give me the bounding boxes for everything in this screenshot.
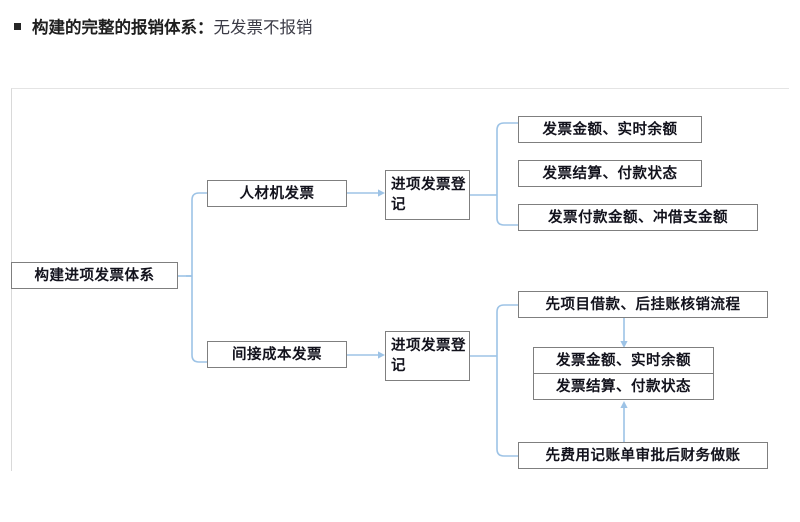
node-branch1-output-1[interactable]: 发票金额、实时余额 — [518, 116, 702, 143]
node-branch2-register[interactable]: 进项发票登记 — [385, 331, 470, 381]
node-branch1-label[interactable]: 人材机发票 — [207, 180, 347, 207]
page-heading: 构建的完整的报销体系： 无发票不报销 — [14, 14, 313, 38]
square-bullet-icon — [14, 22, 21, 30]
node-branch1-register[interactable]: 进项发票登记 — [385, 170, 470, 220]
heading-regular-text: 无发票不报销 — [213, 18, 313, 37]
node-branch2-stacked-group: 发票金额、实时余额 发票结算、付款状态 — [533, 347, 714, 401]
node-branch2-label[interactable]: 间接成本发票 — [207, 341, 347, 368]
node-branch2-flow-bottom[interactable]: 先费用记账单审批后财务做账 — [518, 442, 768, 469]
node-branch1-output-2[interactable]: 发票结算、付款状态 — [518, 160, 702, 187]
node-branch2-flow-top[interactable]: 先项目借款、后挂账核销流程 — [518, 291, 768, 318]
node-branch2-stacked-2[interactable]: 发票结算、付款状态 — [533, 373, 714, 400]
node-branch2-stacked-1[interactable]: 发票金额、实时余额 — [533, 347, 714, 374]
node-root[interactable]: 构建进项发票体系 — [11, 262, 178, 289]
node-branch1-output-3[interactable]: 发票付款金额、冲借支金额 — [518, 204, 758, 231]
heading-bold-text: 构建的完整的报销体系： — [32, 18, 214, 37]
